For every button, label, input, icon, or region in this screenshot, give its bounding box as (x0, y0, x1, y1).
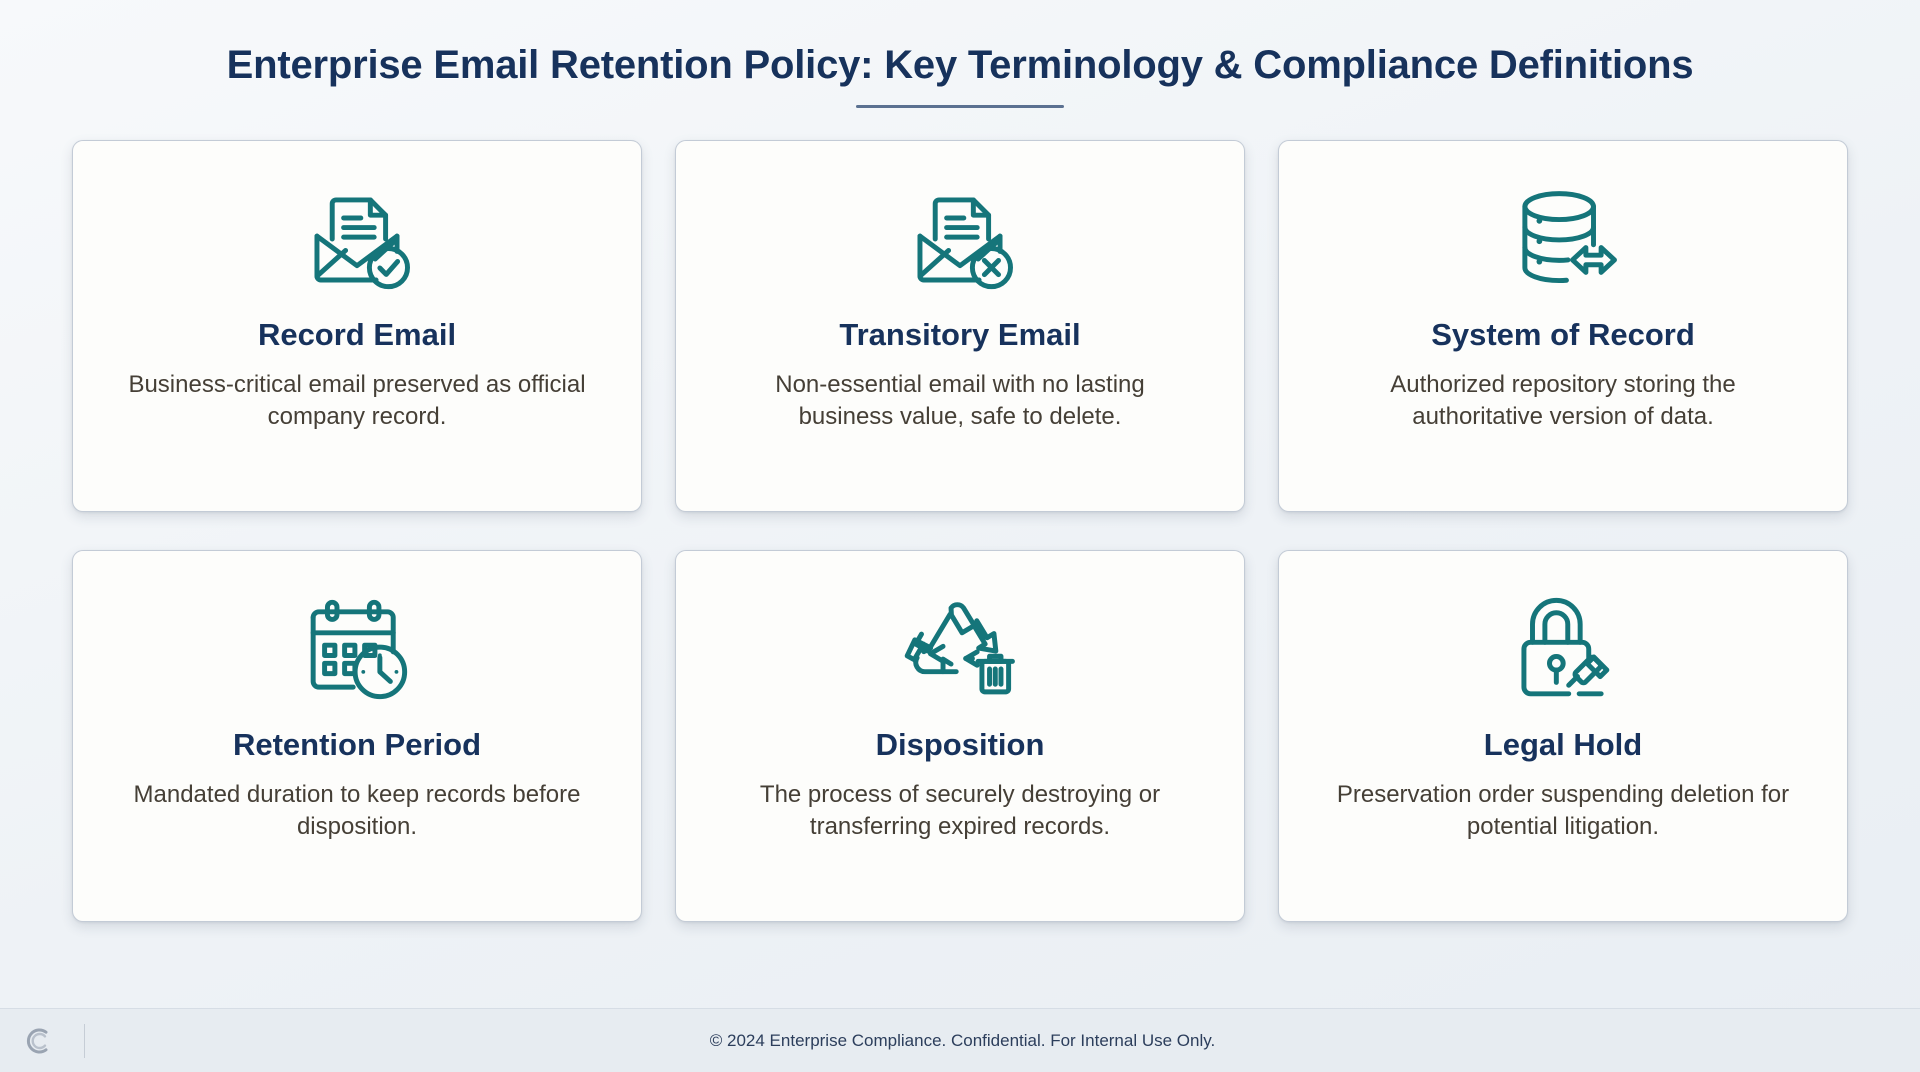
recycle-trash-icon (899, 585, 1021, 713)
footer-divider (84, 1023, 85, 1058)
card-description: Business-critical email preserved as off… (128, 370, 586, 430)
definition-card-transitory-email[interactable]: Transitory Email Non-essential email wit… (675, 140, 1245, 512)
padlock-gavel-icon (1502, 585, 1624, 713)
envelope-document-check-icon (296, 175, 418, 303)
definition-card-record-email[interactable]: Record Email Business-critical email pre… (72, 140, 642, 512)
definition-card-grid: Record Email Business-critical email pre… (0, 108, 1920, 1072)
definition-card-legal-hold[interactable]: Legal Hold Preservation order suspending… (1278, 550, 1848, 922)
footer-copyright: © 2024 Enterprise Compliance. Confidenti… (709, 1030, 1216, 1050)
card-description: Mandated duration to keep records before… (133, 780, 581, 840)
title-block: Enterprise Email Retention Policy: Key T… (0, 0, 1920, 108)
card-title: Transitory Email (839, 317, 1081, 352)
card-description: The process of securely destroying or tr… (759, 780, 1161, 840)
copyright-c-logo (18, 1021, 58, 1061)
definition-card-retention-period[interactable]: Retention Period Mandated duration to ke… (72, 550, 642, 922)
card-description: Preservation order suspending deletion f… (1336, 780, 1790, 840)
envelope-document-x-icon (899, 175, 1021, 303)
page-title: Enterprise Email Retention Policy: Key T… (226, 43, 1694, 87)
card-title: Record Email (257, 317, 457, 352)
card-description: Non-essential email with no lasting busi… (775, 370, 1145, 430)
card-title: Legal Hold (1483, 727, 1643, 762)
definition-card-disposition[interactable]: Disposition The process of securely dest… (675, 550, 1245, 922)
footer-bar: © 2024 Enterprise Compliance. Confidenti… (0, 1008, 1920, 1072)
card-title: System of Record (1431, 317, 1695, 352)
card-title: Retention Period (232, 727, 481, 762)
calendar-clock-icon (296, 585, 418, 713)
definition-card-system-of-record[interactable]: System of Record Authorized repository s… (1278, 140, 1848, 512)
database-transfer-icon (1502, 175, 1624, 303)
title-accent-rule (856, 105, 1064, 108)
card-description: Authorized repository storing the author… (1390, 370, 1736, 430)
card-title: Disposition (875, 727, 1045, 762)
